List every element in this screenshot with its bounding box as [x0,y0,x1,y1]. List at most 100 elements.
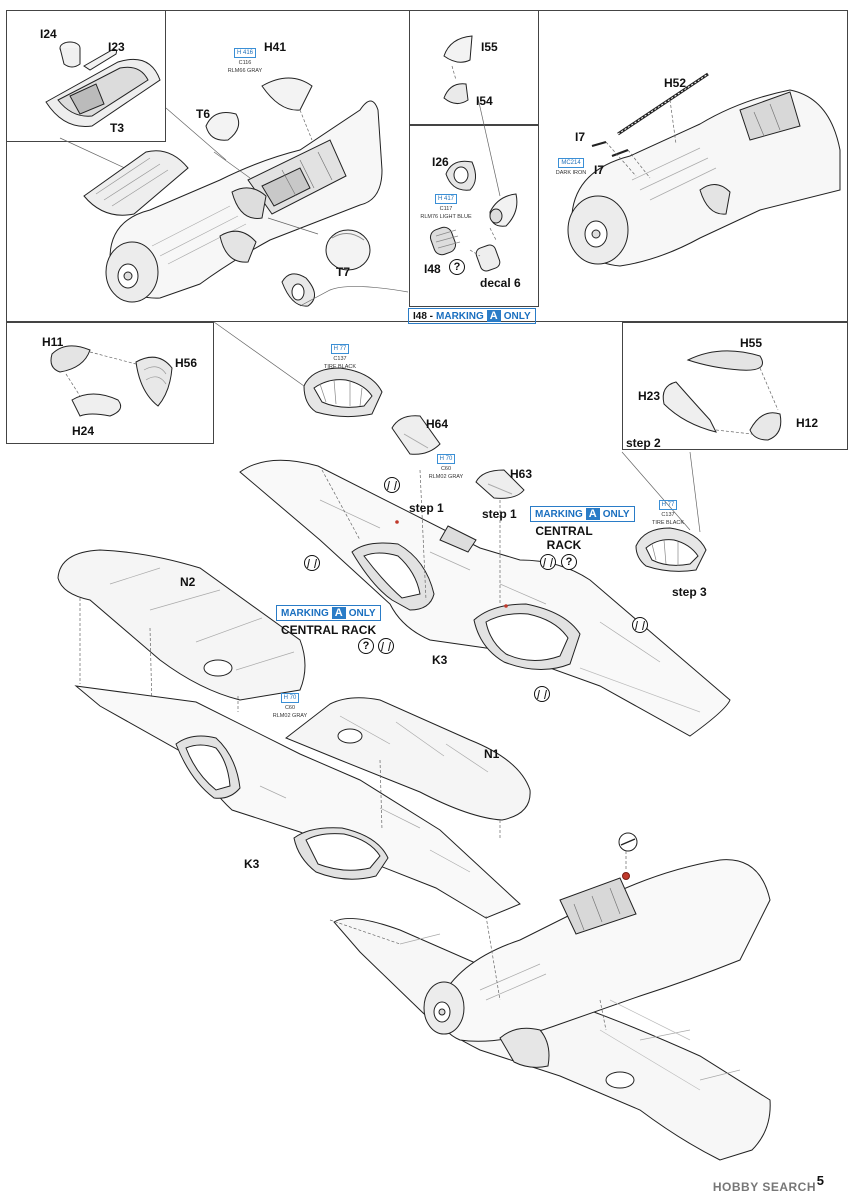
paint-callout-h41: H 416 C116 RLM66 GRAY [220,48,270,75]
paint-code: H 77 [658,500,678,510]
paint-ref: C116 [238,60,252,66]
label-h52: H52 [664,76,687,90]
paint-code: H 416 [233,48,256,58]
central-rack-title-right: CENTRAL RACK [524,524,604,552]
paint-callout-i26: H 417 C117 RLM76 LIGHT BLUE [416,194,476,221]
upper-wing-left-drawing [57,549,306,701]
label-t6: T6 [196,107,211,121]
label-i26: I26 [432,155,449,169]
marking-letter: A [585,508,600,520]
marking-suffix: ONLY [348,607,376,619]
label-n2: N2 [180,575,196,589]
fuselage-front-1-drawing [105,100,383,303]
marking-letter: A [486,310,501,322]
drill-hole-icon [632,617,648,633]
fuselage-front-2-drawing [567,89,841,267]
lower-wing-right-drawing [239,459,731,737]
part-i24-i23-t3-drawing [45,41,161,127]
label-i7-upper: I7 [575,130,586,144]
marking-suffix: ONLY [503,310,531,322]
paint-callout-tire-right: H 77 C137 TIRE BLACK [646,500,690,527]
paint-ref: C60 [284,705,296,711]
label-n1: N1 [484,747,500,761]
upper-wing-right-drawing [285,697,531,821]
lower-wing-left-drawing [74,685,521,919]
i48-marking-note: I48 - MARKING A ONLY [408,308,536,324]
label-h23: H23 [638,389,661,403]
label-i24: I24 [40,27,57,41]
label-h56: H56 [175,356,198,370]
label-h12: H12 [796,416,819,430]
marking-letter: A [331,607,346,619]
hobby-search-watermark: HOBBY SEARCH [712,1180,816,1194]
paint-ref: C60 [440,466,452,472]
paint-ref: C137 [661,512,675,518]
label-h24: H24 [72,424,95,438]
label-step-3: step 3 [672,585,707,599]
paint-code: H 77 [330,344,350,354]
i24-inset-frame [6,10,166,142]
optional-question-icon: ? [358,638,374,654]
label-h55: H55 [740,336,763,350]
label-h63: H63 [510,467,533,481]
label-i7-lower: I7 [594,163,605,177]
label-step-1-right: step 1 [482,507,517,521]
label-h41: H41 [264,40,287,54]
paint-name: TIRE BLACK [323,364,357,370]
label-t7: T7 [336,265,351,279]
paint-name: DARK IRON [555,170,587,176]
marking-suffix: ONLY [602,508,630,520]
marking-prefix: I48 - [413,310,434,322]
label-step-2: step 2 [626,436,661,450]
h11-inset-frame [6,322,214,444]
h55-inset-frame [622,322,848,450]
paint-ref: C117 [439,206,453,212]
drill-hole-icon [378,638,394,654]
marking-box: MARKING A ONLY [276,605,381,621]
i55-inset-frame [409,10,539,125]
label-i23: I23 [108,40,125,54]
central-rack-marking-left: MARKING A ONLY [276,605,381,621]
optional-question-icon: ? [449,259,465,275]
paint-callout-tire-left: H 77 C137 TIRE BLACK [318,344,362,371]
label-h64: H64 [426,417,449,431]
central-rack-marking-right: MARKING A ONLY [530,506,635,522]
optional-question-icon: ? [561,554,577,570]
marking-box: MARKING A ONLY [530,506,635,522]
central-rack-title-left: CENTRAL RACK [281,623,377,637]
paint-code: H 70 [280,693,300,703]
paint-code: MC214 [558,158,584,168]
marking-word: MARKING [535,508,583,520]
label-i54: I54 [476,94,493,108]
paint-code: H 70 [436,454,456,464]
page-number: 5 [816,1173,824,1188]
assembled-aircraft-drawing [333,859,771,1161]
paint-name: RLM76 LIGHT BLUE [420,214,472,220]
paint-callout-h64: H 70 C60 RLM02 GRAY [420,454,472,481]
drill-hole-icon [304,555,320,571]
paint-name: TIRE BLACK [651,520,685,526]
paint-ref: C137 [333,356,347,362]
label-k3-upper: K3 [432,653,448,667]
gun-cowl-inset-frame [409,125,539,307]
paint-callout-i7: MC214 DARK IRON [548,158,594,177]
label-step-1-left: step 1 [409,501,444,515]
label-t3: T3 [110,121,125,135]
paint-name: RLM66 GRAY [227,68,263,74]
drill-hole-icon [540,554,556,570]
label-h11: H11 [42,335,64,349]
marking-word: MARKING [436,310,484,322]
paint-name: RLM02 GRAY [428,474,464,480]
central-rack-line-1: CENTRAL [535,524,593,538]
drill-hole-icon [534,686,550,702]
label-i55: I55 [481,40,498,54]
paint-code: H 417 [434,194,457,204]
paint-callout-n2: H 70 C60 RLM02 GRAY [264,693,316,720]
wheel-well-h55-drawing [635,527,707,572]
label-i48: I48 [424,262,441,276]
marking-word: MARKING [281,607,329,619]
paint-name: RLM02 GRAY [272,713,308,719]
marking-box: I48 - MARKING A ONLY [408,308,536,324]
drill-hole-icon [384,477,400,493]
